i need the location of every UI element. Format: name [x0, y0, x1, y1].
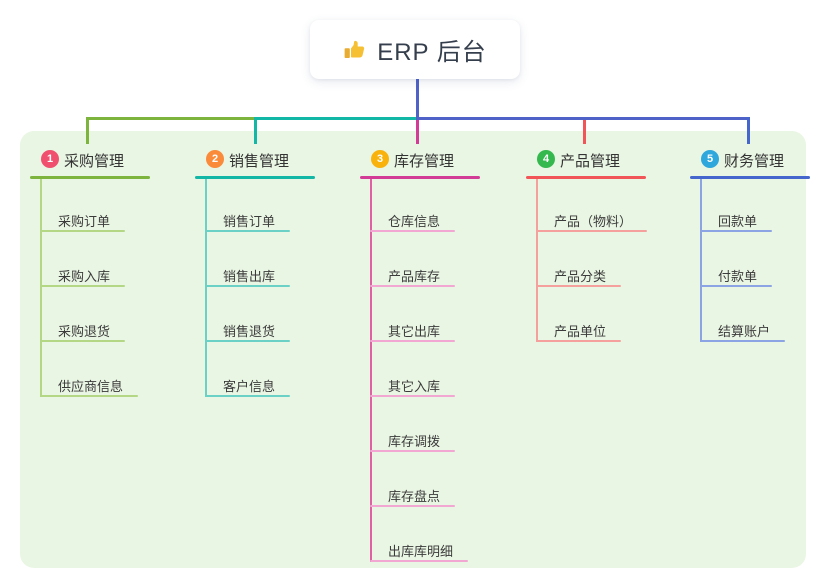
branch-number-badge: 4: [537, 150, 555, 168]
leaf-node-label[interactable]: 库存调拨: [388, 434, 441, 449]
leaf-node-underline: [370, 560, 468, 562]
leaf-node-underline: [40, 340, 125, 342]
leaf-node-label[interactable]: 结算账户: [718, 324, 771, 339]
leaf-node-underline: [370, 285, 455, 287]
leaf-node-label[interactable]: 产品分类: [554, 269, 607, 284]
leaf-node-label[interactable]: 回款单: [718, 214, 758, 229]
leaf-node-underline: [40, 230, 125, 232]
bus-segment-green: [86, 117, 257, 120]
leaf-node-label[interactable]: 付款单: [718, 269, 758, 284]
leaf-node-underline: [205, 230, 290, 232]
leaf-node-label[interactable]: 仓库信息: [388, 214, 441, 229]
branch-number-badge: 3: [371, 150, 389, 168]
root-node[interactable]: ERP 后台: [310, 20, 520, 79]
leaf-node-label[interactable]: 出库库明细: [388, 544, 454, 559]
branch-drop-line-4: [583, 120, 586, 144]
leaf-node-underline: [40, 395, 138, 397]
leaf-node-underline: [536, 340, 621, 342]
leaf-node-label[interactable]: 采购退货: [58, 324, 111, 339]
leaf-node-label[interactable]: 产品单位: [554, 324, 607, 339]
branch-spine-line: [205, 179, 207, 397]
branch-spine-line: [536, 179, 538, 342]
root-connector-line: [416, 79, 419, 120]
leaf-node-underline: [40, 285, 125, 287]
leaf-node-label[interactable]: 其它出库: [388, 324, 441, 339]
leaf-node-underline: [370, 505, 455, 507]
leaf-node-underline: [536, 285, 621, 287]
leaf-node-label[interactable]: 采购订单: [58, 214, 111, 229]
leaf-node-underline: [205, 395, 290, 397]
branch-underline: [30, 176, 150, 179]
leaf-node-underline: [700, 230, 772, 232]
branch-spine-line: [40, 179, 42, 397]
branch-label: 产品管理: [560, 153, 621, 170]
leaf-node-label[interactable]: 库存盘点: [388, 489, 441, 504]
branch-number-badge: 1: [41, 150, 59, 168]
leaf-node-label[interactable]: 供应商信息: [58, 379, 124, 394]
branch-underline: [690, 176, 810, 179]
leaf-node-label[interactable]: 销售订单: [223, 214, 276, 229]
leaf-node-underline: [205, 285, 290, 287]
leaf-node-underline: [370, 340, 455, 342]
branch-drop-line-2: [254, 117, 257, 144]
leaf-node-label[interactable]: 产品库存: [388, 269, 441, 284]
branch-underline: [360, 176, 480, 179]
leaf-node-underline: [700, 285, 772, 287]
bus-segment-blue: [416, 117, 750, 120]
branch-drop-line-5: [747, 117, 750, 144]
leaf-node-underline: [370, 230, 455, 232]
leaf-node-label[interactable]: 销售出库: [223, 269, 276, 284]
leaf-node-underline: [536, 230, 647, 232]
branch-spine-line: [370, 179, 372, 562]
branch-label: 财务管理: [724, 153, 785, 170]
leaf-node-label[interactable]: 销售退货: [223, 324, 276, 339]
branch-label: 库存管理: [394, 153, 455, 170]
leaf-node-label[interactable]: 采购入库: [58, 269, 111, 284]
branch-spine-line: [700, 179, 702, 342]
leaf-node-underline: [370, 450, 455, 452]
leaf-node-label[interactable]: 其它入库: [388, 379, 441, 394]
branch-underline: [526, 176, 646, 179]
leaf-node-underline: [370, 395, 455, 397]
branch-underline: [195, 176, 315, 179]
leaf-node-label[interactable]: 产品（物料）: [554, 214, 633, 229]
branch-drop-line-1: [86, 117, 89, 144]
bus-segment-teal: [254, 117, 416, 120]
root-title: ERP 后台: [377, 39, 487, 66]
branches-panel: [20, 131, 806, 568]
leaf-node-underline: [205, 340, 290, 342]
branch-drop-line-3: [416, 120, 419, 144]
leaf-node-underline: [700, 340, 785, 342]
thumbs-up-icon: [344, 40, 365, 58]
branch-label: 采购管理: [64, 153, 125, 170]
branch-number-badge: 2: [206, 150, 224, 168]
branch-label: 销售管理: [229, 153, 290, 170]
leaf-node-label[interactable]: 客户信息: [223, 379, 276, 394]
branch-number-badge: 5: [701, 150, 719, 168]
